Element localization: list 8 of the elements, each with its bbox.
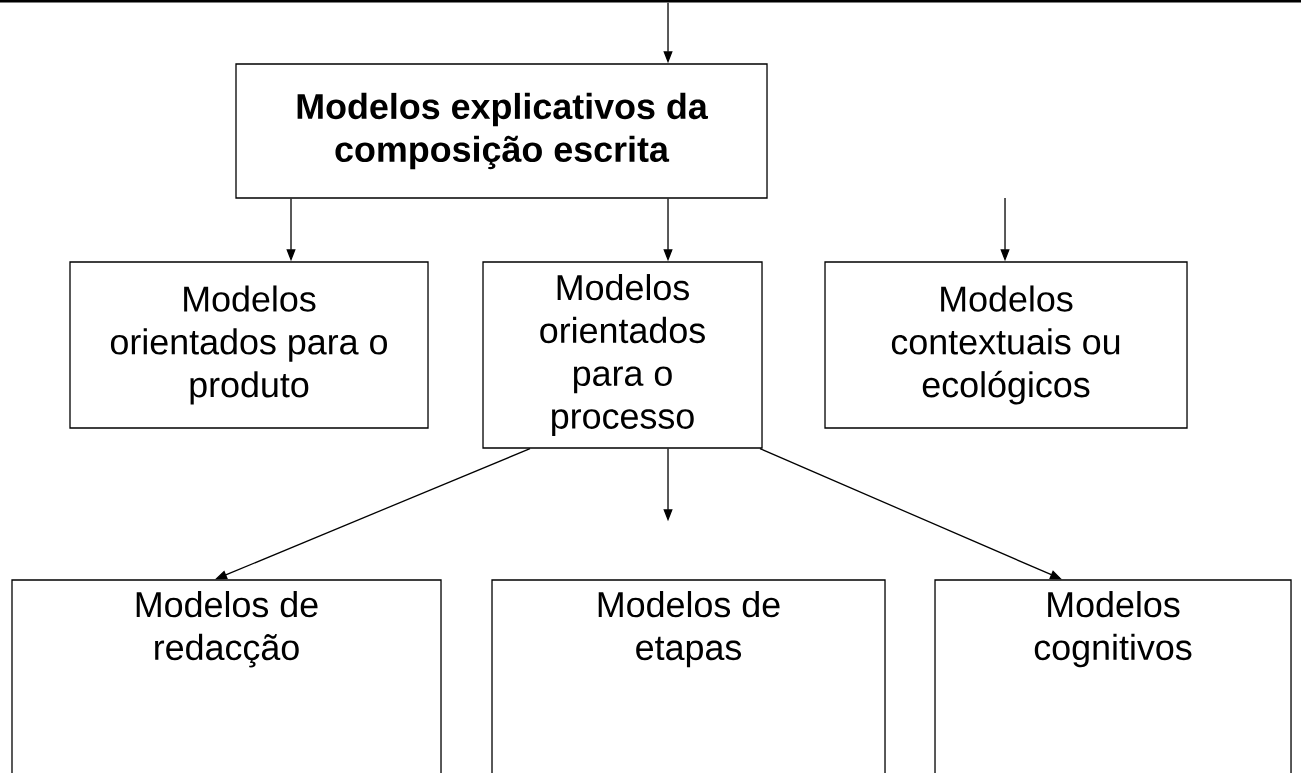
top-bar [0, 0, 1301, 3]
process-box: Modelos orientados para o processo [482, 261, 763, 449]
process-box: Modelos contextuais ou ecológicos [824, 261, 1188, 429]
process-box: Modelos de etapas [491, 579, 886, 773]
process-box: Modelos cognitivos [934, 579, 1292, 773]
process-box: Modelos orientados para o produto [69, 261, 429, 429]
title-box: Modelos explicativos da composição escrita [235, 63, 768, 199]
process-box: Modelos de redacção [11, 579, 442, 773]
